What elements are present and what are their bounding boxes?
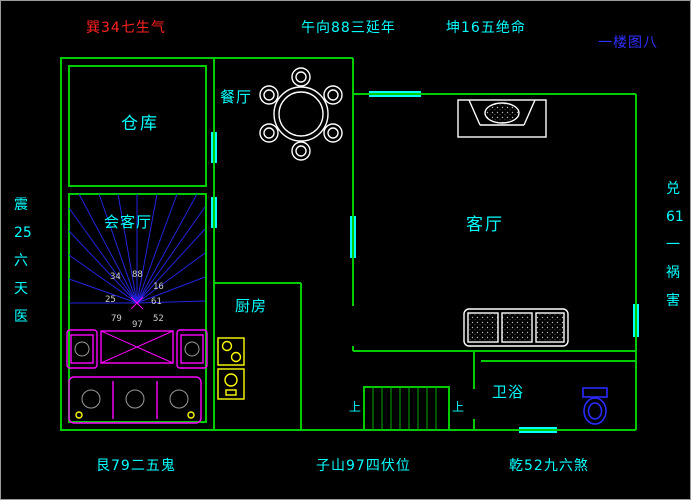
compass-number-25: 25 bbox=[105, 295, 116, 305]
compass-number-34: 34 bbox=[110, 272, 121, 282]
left-vertical-char-1: 震 bbox=[14, 197, 28, 213]
annotation-left-vertical: 震 25 六 天 医 bbox=[14, 197, 32, 325]
compass-numbers: 34 88 16 25 61 79 97 52 bbox=[105, 270, 164, 330]
room-label-dining: 餐厅 bbox=[220, 88, 252, 106]
right-vertical-char-4: 祸 bbox=[666, 265, 680, 281]
compass-number-52: 52 bbox=[153, 314, 164, 324]
sink bbox=[217, 368, 245, 400]
annotation-right-vertical: 兑 61 一 祸 害 bbox=[666, 181, 684, 309]
toilet bbox=[582, 387, 608, 425]
compass-number-16: 16 bbox=[153, 282, 164, 292]
stairs-up-label-right: 上 bbox=[452, 400, 464, 414]
annotation-bottom-left: 艮79二五鬼 bbox=[96, 458, 176, 474]
armchair-left bbox=[66, 329, 98, 369]
compass-center-mark bbox=[130, 296, 144, 310]
walls bbox=[60, 57, 637, 431]
windows bbox=[211, 91, 639, 433]
room-label-warehouse: 仓库 bbox=[121, 114, 159, 134]
compass-number-97: 97 bbox=[132, 320, 143, 330]
right-vertical-char-5: 害 bbox=[666, 293, 680, 309]
tv-cabinet bbox=[457, 99, 547, 138]
room-label-reception: 会客厅 bbox=[104, 213, 152, 231]
right-vertical-char-3: 一 bbox=[666, 237, 680, 253]
coffee-table bbox=[100, 330, 174, 364]
armchair-right bbox=[176, 329, 208, 369]
left-vertical-char-3: 六 bbox=[14, 253, 28, 269]
room-label-bathroom: 卫浴 bbox=[492, 383, 524, 401]
annotation-bottom-center: 子山97四伏位 bbox=[316, 458, 411, 474]
annotation-top-center: 午向88三延年 bbox=[301, 20, 396, 36]
drawing-title: 一楼图八 bbox=[598, 35, 658, 51]
dining-table bbox=[259, 67, 343, 161]
compass-number-79: 79 bbox=[111, 314, 122, 324]
left-vertical-char-5: 医 bbox=[14, 309, 28, 325]
reception-sofa bbox=[68, 376, 202, 424]
compass-rays bbox=[68, 193, 206, 304]
annotation-bottom-right: 乾52九六煞 bbox=[509, 458, 589, 474]
stairs-up-label-left: 上 bbox=[349, 400, 361, 414]
right-vertical-char-1: 兑 bbox=[666, 181, 680, 197]
annotation-top-right: 坤16五绝命 bbox=[446, 19, 526, 36]
staircase bbox=[363, 386, 450, 431]
room-label-kitchen: 厨房 bbox=[235, 297, 267, 315]
compass-number-61: 61 bbox=[151, 297, 162, 307]
annotation-top-left: 巽34七生气 bbox=[86, 20, 166, 36]
right-vertical-char-2: 61 bbox=[666, 209, 684, 225]
living-sofa bbox=[463, 308, 569, 347]
stove bbox=[217, 337, 245, 366]
compass-number-88: 88 bbox=[132, 270, 143, 280]
left-vertical-char-2: 25 bbox=[14, 225, 32, 241]
left-vertical-char-4: 天 bbox=[14, 281, 28, 297]
room-label-living: 客厅 bbox=[466, 215, 504, 235]
